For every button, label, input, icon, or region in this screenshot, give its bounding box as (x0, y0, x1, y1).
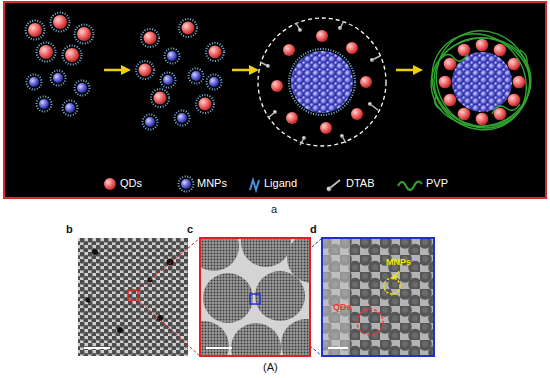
legend-icons (104, 177, 422, 192)
process-arrow (104, 65, 423, 75)
legend-text: QDs (120, 177, 142, 190)
legend-text: DTAB (346, 177, 375, 190)
particle-label: QDs (333, 302, 352, 312)
panel-letter: d (310, 223, 317, 236)
stage-three-assembly (258, 18, 386, 146)
legend-text: MNPs (197, 177, 227, 190)
panel-letter: c (187, 223, 193, 236)
stage-two-particles (136, 19, 224, 130)
stage-one-particles (26, 13, 94, 116)
panel-letter: a (271, 203, 277, 216)
particle-label: MNPs (386, 257, 411, 267)
schematic-panel (4, 2, 546, 198)
tem-image-d (322, 238, 434, 356)
tem-image-c (179, 217, 337, 373)
figure-caption: (A) (263, 361, 278, 374)
tem-image-b (78, 238, 188, 356)
legend-text: Ligand (264, 177, 297, 190)
legend-text: PVP (426, 177, 448, 190)
stage-four-supraparticle (413, 15, 546, 149)
panel-letter: b (66, 223, 73, 236)
